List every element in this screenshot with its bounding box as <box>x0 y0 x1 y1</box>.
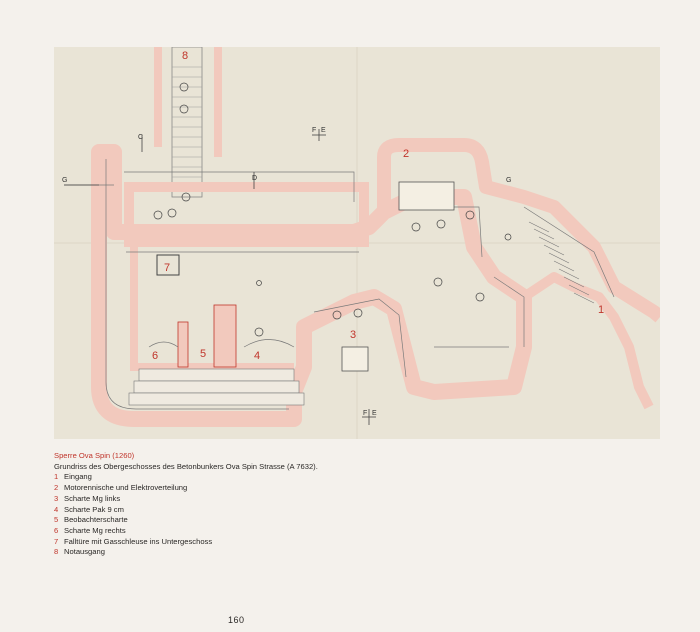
legend-number: 6 <box>54 525 59 535</box>
legend-item: 4 Scharte Pak 9 cm <box>54 505 454 516</box>
legend-number: 5 <box>54 515 59 525</box>
legend-text: Beobachterscharte <box>64 515 128 525</box>
legend-number: 7 <box>54 536 59 546</box>
caption-subtitle: Grundriss des Obergeschosses des Betonbu… <box>54 461 318 471</box>
plan-marker-2: 2 <box>403 148 409 160</box>
page-number: 160 <box>228 615 245 625</box>
legend-number: 3 <box>54 493 59 503</box>
svg-text:D: D <box>252 175 257 182</box>
svg-text:G: G <box>62 177 67 184</box>
legend-number: 8 <box>54 547 59 557</box>
legend-number: 1 <box>54 472 59 482</box>
legend-text: Notausgang <box>64 547 105 557</box>
legend-number: 2 <box>54 483 59 493</box>
plan-marker-3: 3 <box>350 329 356 341</box>
figure-caption: Sperre Ova Spin (1260) Grundriss des Obe… <box>54 451 454 558</box>
plan-marker-7: 7 <box>164 262 170 274</box>
plan-marker-1: 1 <box>598 304 604 316</box>
legend-item: 7 Falltüre mit Gasschleuse ins Untergesch… <box>54 537 454 548</box>
svg-text:F: F <box>312 127 316 134</box>
legend-item: 8 Notausgang <box>54 547 454 558</box>
legend-text: Scharte Mg rechts <box>64 525 126 535</box>
svg-text:E: E <box>372 410 377 417</box>
legend-text: Eingang <box>64 472 92 482</box>
svg-text:G: G <box>506 177 511 184</box>
svg-text:C: C <box>138 134 143 141</box>
svg-text:F: F <box>363 410 367 417</box>
legend-text: Scharte Mg links <box>64 493 121 503</box>
legend-number: 4 <box>54 504 59 514</box>
legend-text: Falltüre mit Gasschleuse ins Untergescho… <box>64 536 213 546</box>
legend-list: 1 Eingang 2 Motorennische und Elektroverte… <box>54 472 454 558</box>
plan-marker-6: 6 <box>152 350 158 362</box>
plan-marker-4: 4 <box>254 350 260 362</box>
legend-item: 1 Eingang <box>54 472 454 483</box>
plan-marker-5: 5 <box>200 348 206 360</box>
legend-text: Scharte Pak 9 cm <box>64 504 124 514</box>
floor-plan-drawing: G G C D F E F E 8 1 2 3 4 5 6 7 <box>54 47 660 439</box>
legend-item: 2 Motorennische und Elektroverteilung <box>54 483 454 494</box>
legend-text: Motorennische und Elektroverteilung <box>64 483 188 493</box>
legend-item: 6 Scharte Mg rechts <box>54 526 454 537</box>
svg-text:E: E <box>321 127 326 134</box>
plan-marker-8: 8 <box>182 50 188 62</box>
legend-item: 3 Scharte Mg links <box>54 494 454 505</box>
legend-item: 5 Beobachterscharte <box>54 515 454 526</box>
caption-title: Sperre Ova Spin (1260) <box>54 451 135 460</box>
